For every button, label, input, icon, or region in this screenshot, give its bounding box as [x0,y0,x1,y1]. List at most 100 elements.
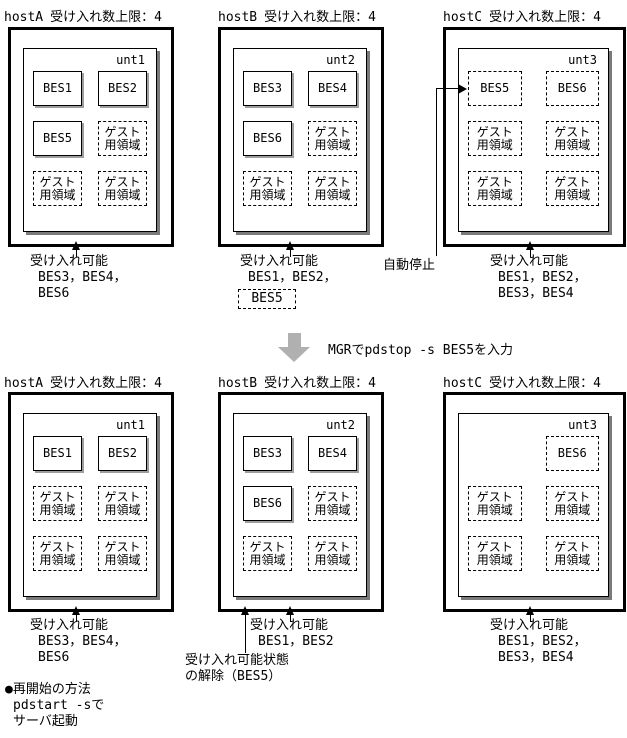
note-line: BES1，BES2， [248,270,337,285]
note-acceptable: 受け入れ可能 BES1，BES2， BES5 [238,254,337,309]
note-line: BES3，BES4 [498,286,574,301]
cell-label: BES6 [253,496,282,510]
guest-area-cell: ゲスト用領域 [545,171,599,206]
arrow-up-icon [72,241,80,250]
cell-label: 用領域 [554,137,591,152]
cell-label: BES1 [43,81,72,95]
host-box: unt2 BES3 BES4 BES6 ゲスト用領域 ゲスト用領域 ゲスト用領域 [218,392,384,612]
connector-line-v [530,249,531,257]
host-header: hostB 受け入れ数上限：4 [218,372,376,391]
note-line: 受け入れ可能 [240,254,319,269]
note-line: BES6 [38,286,70,301]
note-line: BES3，BES4， [38,270,127,285]
host-box: unt3 BES6 ゲスト用領域 ゲスト用領域 ゲスト用領域 ゲスト用領域 [443,392,626,612]
bes-cell: BES6 [545,436,599,471]
guest-area-cell: ゲスト用領域 [98,536,147,571]
guest-area-cell: ゲスト用領域 [33,171,82,206]
guest-area-cell: ゲスト用領域 [468,171,522,206]
host-name: hostB [218,376,258,391]
unit-box: unt1 BES1 BES2 ゲスト用領域 ゲスト用領域 ゲスト用領域 ゲスト用… [23,413,157,597]
cell-label: 用領域 [39,552,76,567]
connector-line-v [530,614,531,622]
cell-label: ゲスト [104,539,141,554]
transition-arrow-head-icon [278,347,310,362]
bes-cell: BES5 [468,71,522,106]
cell-grid: BES1 BES2 BES5 ゲスト用領域 ゲスト用領域 ゲスト用領域 [33,71,147,206]
guest-area-cell: ゲスト用領域 [308,171,357,206]
note-release: 受け入れ可能状態 の解除（BES5） [185,653,289,685]
cell-label: 用領域 [104,187,141,202]
note-line: BES1，BES2， [498,634,587,649]
bes-cell: BES2 [98,71,147,106]
note-line: BES1，BES2， [498,270,587,285]
cell-label: 用領域 [104,137,141,152]
unit-label: unt2 [326,53,355,67]
cell-label: ゲスト [39,489,76,504]
cell-label: BES1 [43,446,72,460]
guest-area-cell: ゲスト用領域 [468,121,522,156]
restart-note: ●再開始の方法 pdstart -sで サーバ起動 [5,682,104,730]
cell-label: BES5 [43,131,72,145]
note-line: BES1，BES2 [258,634,334,649]
cell-label: 用領域 [314,137,351,152]
unit-box: unt3 BES6 ゲスト用領域 ゲスト用領域 ゲスト用領域 ゲスト用領域 [458,413,609,597]
note-line: BES3，BES4 [498,650,574,665]
arrow-up-icon [72,606,80,615]
cell-label: 用領域 [249,552,286,567]
connector-line-v [76,249,77,257]
host-box: unt1 BES1 BES2 BES5 ゲスト用領域 ゲスト用領域 ゲスト用領域 [8,27,174,247]
bes-cell: BES1 [33,436,82,471]
cell-label: ゲスト [104,174,141,189]
cell-label: BES6 [557,81,587,95]
host-name: hostA [4,10,44,25]
cell-label: ゲスト [39,539,76,554]
unit-label: unt3 [568,418,597,432]
guest-area-cell: ゲスト用領域 [33,486,82,521]
host-name: hostB [218,10,258,25]
bes-cell: BES3 [243,71,292,106]
note-acceptable: 受け入れ可能 BES1，BES2 [250,618,334,650]
note-line: 受け入れ可能 [30,254,109,269]
bes-cell: BES2 [98,436,147,471]
cell-grid: BES5 BES6 ゲスト用領域 ゲスト用領域 ゲスト用領域 ゲスト用領域 [468,71,599,206]
guest-area-cell: ゲスト用領域 [468,536,522,571]
guest-area-cell: ゲスト用領域 [98,121,147,156]
cell-label: BES2 [108,81,137,95]
cell-label: ゲスト [104,489,141,504]
note-acceptable: 受け入れ可能 BES1，BES2， BES3，BES4 [490,618,587,666]
cell-label: 用領域 [39,187,76,202]
guest-area-cell: ゲスト用領域 [243,171,292,206]
connector-line-v [76,614,77,622]
stopped-bes-box: BES5 [238,289,296,309]
unit-label: unt3 [568,53,597,67]
cell-label: 用領域 [314,552,351,567]
cell-label: ゲスト [554,174,591,189]
guest-area-cell: ゲスト用領域 [243,536,292,571]
guest-area-cell: ゲスト用領域 [308,486,357,521]
bes-cell: BES6 [545,71,599,106]
cell-grid: BES3 BES4 BES6 ゲスト用領域 ゲスト用領域 ゲスト用領域 [243,436,357,571]
guest-area-cell: ゲスト用領域 [98,486,147,521]
cell-label: BES4 [318,446,347,460]
note-line: サーバ起動 [13,714,78,729]
unit-box: unt1 BES1 BES2 BES5 ゲスト用領域 ゲスト用領域 ゲスト用領域 [23,48,157,232]
host-header: hostB 受け入れ数上限：4 [218,6,376,25]
cell-label: 用領域 [554,502,591,517]
note-acceptable: 受け入れ可能 BES1，BES2， BES3，BES4 [490,254,587,302]
unit-box: unt2 BES3 BES4 BES6 ゲスト用領域 ゲスト用領域 ゲスト用領域 [233,48,367,232]
connector-line-v [245,614,246,653]
note-line: の解除（BES5） [185,669,282,684]
capacity-label: 受け入れ数上限：4 [264,376,376,391]
cell-label: 用領域 [476,552,513,567]
capacity-label: 受け入れ数上限：4 [489,10,601,25]
capacity-label: 受け入れ数上限：4 [264,10,376,25]
guest-area-cell: ゲスト用領域 [308,536,357,571]
cell-label: 用領域 [314,187,351,202]
host-box: unt2 BES3 BES4 BES6 ゲスト用領域 ゲスト用領域 ゲスト用領域 [218,27,384,247]
cell-grid: BES3 BES4 BES6 ゲスト用領域 ゲスト用領域 ゲスト用領域 [243,71,357,206]
note-line: pdstart -sで [13,698,105,713]
cell-label: 用領域 [39,502,76,517]
note-acceptable: 受け入れ可能 BES3，BES4， BES6 [30,618,127,666]
cell-label: ゲスト [249,174,286,189]
